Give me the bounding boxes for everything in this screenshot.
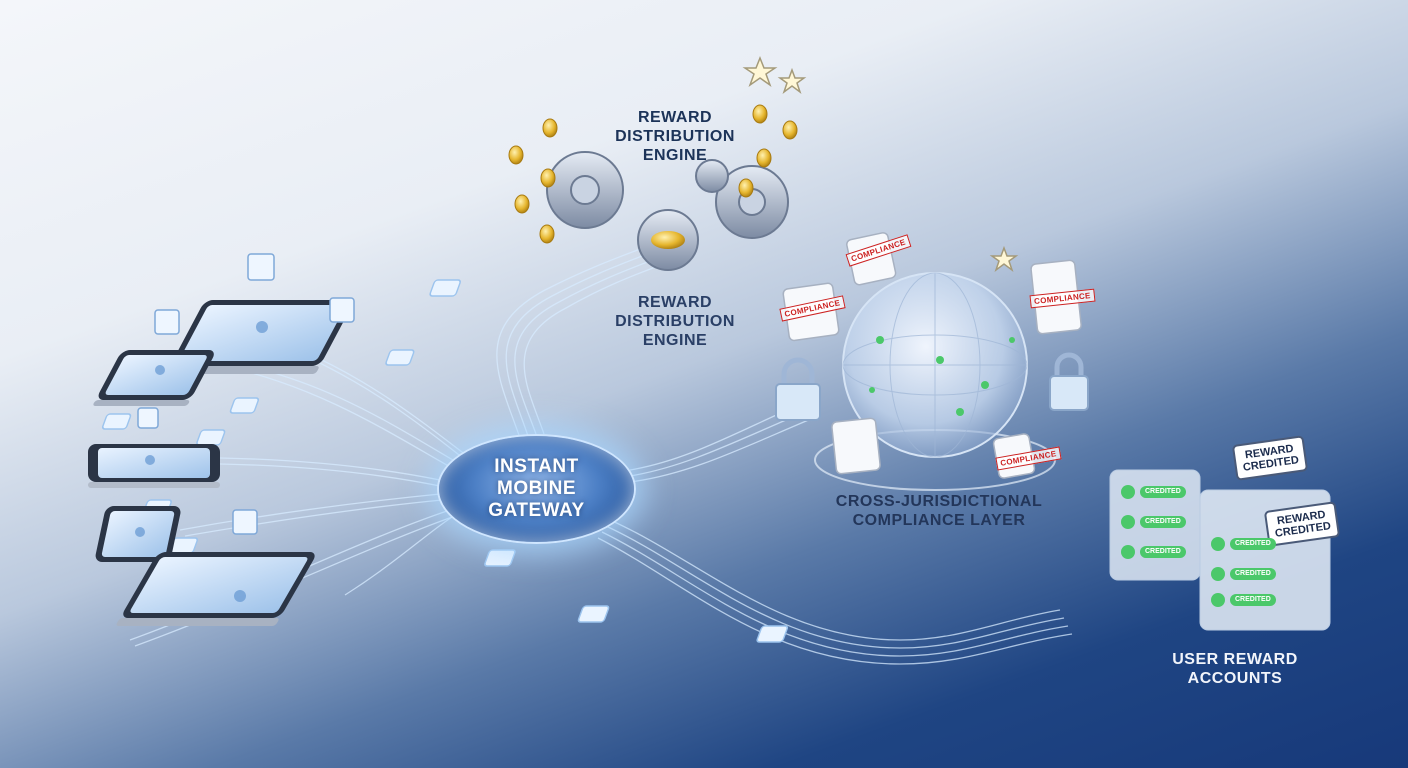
user-icon <box>155 365 165 375</box>
user-icon <box>145 455 155 465</box>
padlock-icon <box>776 360 820 420</box>
account-status-pill: CREDITED <box>1230 594 1276 606</box>
account-status-pill: CREDITED <box>1140 486 1186 498</box>
account-status-pill: CREDITED <box>1230 538 1276 550</box>
compliance-layer-label: CROSS-JURISDICTIONAL COMPLIANCE LAYER <box>808 492 1070 530</box>
gear-icon <box>638 210 698 270</box>
reward-engine-label-mid: REWARD DISTRIBUTION ENGINE <box>560 293 790 350</box>
user-icon <box>234 590 246 602</box>
padlock-icon <box>1050 355 1088 410</box>
tablet-icon <box>115 552 318 626</box>
smartphone-icon <box>88 444 220 488</box>
account-status-pill: CREDITED <box>1140 516 1186 528</box>
reward-engine-label-top: REWARD DISTRIBUTION ENGINE <box>560 108 790 165</box>
smartphone-icon <box>92 350 217 406</box>
user-icon <box>135 527 145 537</box>
gateway-label: INSTANT MOBINE GATEWAY <box>488 456 584 522</box>
user-accounts-label: USER REWARD ACCOUNTS <box>1160 650 1310 688</box>
instant-gateway-node: INSTANT MOBINE GATEWAY <box>437 434 636 544</box>
user-icon <box>256 321 268 333</box>
account-status-pill: CREDITED <box>1140 546 1186 558</box>
account-status-pill: CREDITED <box>1230 568 1276 580</box>
